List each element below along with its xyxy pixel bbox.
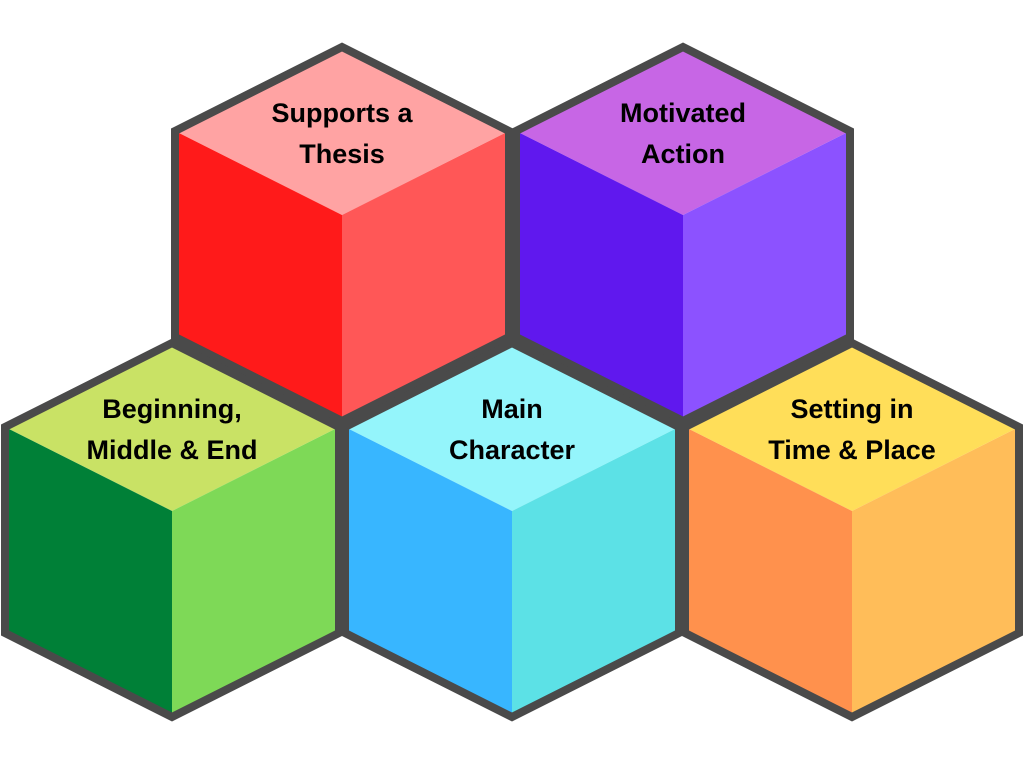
- cube-outline: [341, 338, 683, 722]
- cube-right-face: [172, 427, 339, 717]
- cube-right-face: [852, 427, 1019, 717]
- cube-supports-thesis: Supports a Thesis: [171, 42, 513, 426]
- cube-right-face: [683, 131, 850, 421]
- cube-outline: [171, 42, 513, 426]
- cube-label-line: Time & Place: [768, 435, 936, 465]
- cube-left-face: [175, 131, 342, 421]
- cube-label-line: Setting in: [791, 394, 914, 424]
- cube-label-line: Beginning,: [102, 394, 241, 424]
- cube-label-line: Action: [641, 139, 725, 169]
- cube-label-line: Middle & End: [87, 435, 258, 465]
- cube-label-line: Character: [449, 435, 576, 465]
- cube-setting-time-place: Setting in Time & Place: [681, 338, 1023, 722]
- cube-beginning-middle-end: Beginning, Middle & End: [1, 338, 343, 722]
- cube-right-face: [342, 131, 509, 421]
- cube-left-face: [685, 427, 852, 717]
- cube-label-line: Thesis: [299, 139, 385, 169]
- cube-outline: [512, 42, 854, 426]
- cube-label-line: Supports a: [271, 98, 413, 128]
- cube-right-face: [512, 427, 679, 717]
- cube-left-face: [345, 427, 512, 717]
- cube-outline: [681, 338, 1023, 722]
- cube-left-face: [5, 427, 172, 717]
- cube-label-line: Motivated: [620, 98, 746, 128]
- cube-left-face: [516, 131, 683, 421]
- cube-outline: [1, 338, 343, 722]
- cube-label-line: Main: [481, 394, 543, 424]
